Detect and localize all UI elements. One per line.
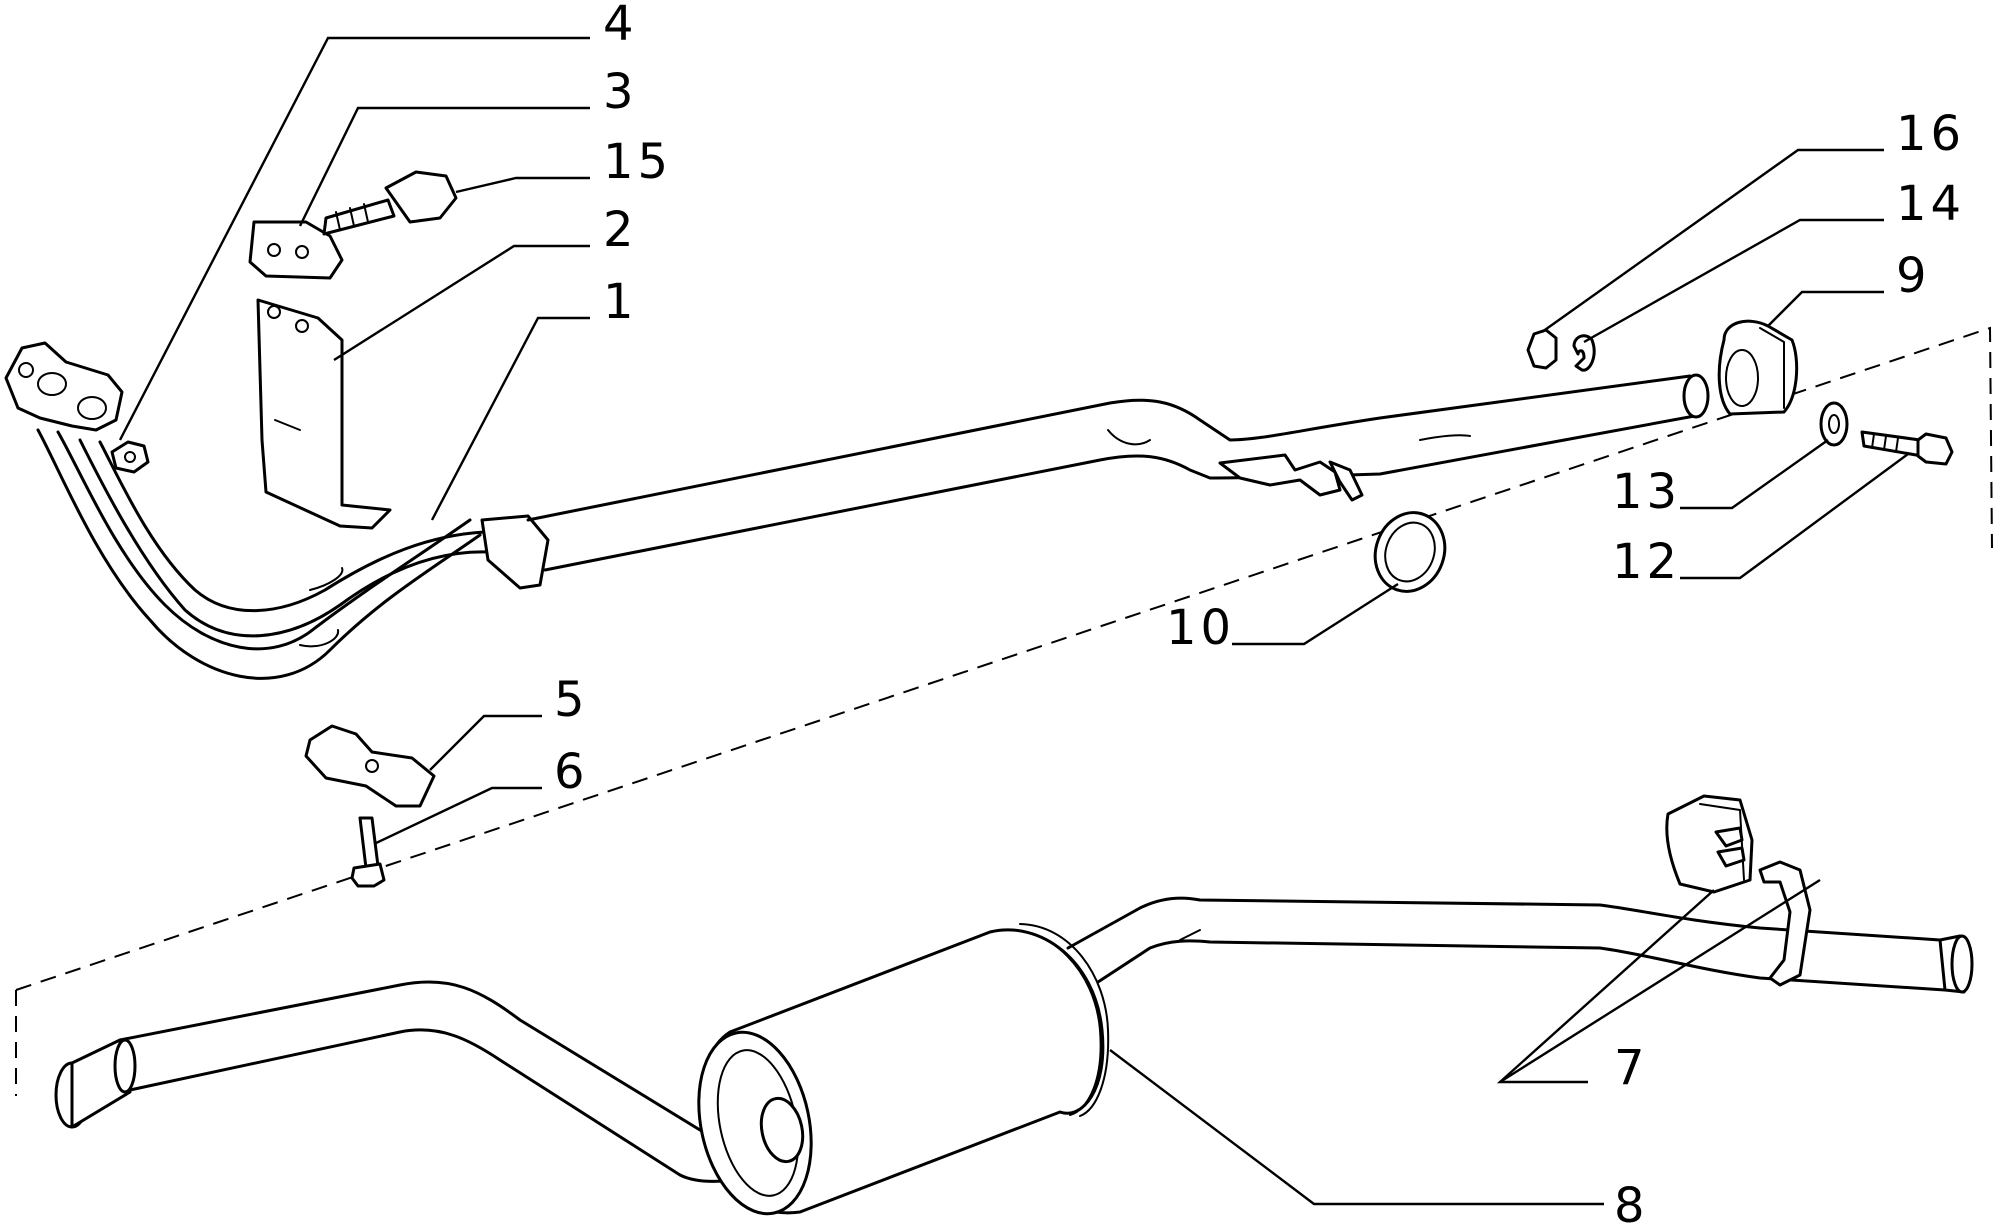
callout-16: 16 — [1896, 106, 1965, 162]
rear-pipe-top — [118, 980, 762, 1144]
pipe-highlight — [309, 567, 344, 591]
leader-3 — [298, 106, 590, 227]
inlet-sleeve-end — [113, 1038, 137, 1094]
manifold-flange — [4, 341, 124, 432]
flange-hole — [18, 362, 34, 378]
leader-2 — [333, 244, 590, 362]
downpipe-a — [36, 428, 482, 680]
part-7-rubber-hanger — [1665, 794, 1754, 894]
callout-6: 6 — [554, 744, 589, 800]
group-boundary-dashed — [15, 326, 1993, 1096]
part-12-bolt — [1860, 430, 1954, 466]
main-pipe-bottom — [543, 413, 1702, 572]
leader-16 — [1541, 148, 1884, 333]
flange-port — [37, 372, 67, 396]
callout-4: 4 — [603, 0, 638, 52]
flange-port — [77, 396, 107, 420]
part-9-rubber-mount — [1717, 319, 1799, 416]
downpipe-b — [78, 438, 492, 638]
plate-hole — [295, 245, 309, 259]
downpipe-b-inner — [98, 440, 487, 613]
callout-1: 1 — [603, 274, 638, 330]
muffler-inlet — [759, 1096, 805, 1164]
callout-8: 8 — [1614, 1178, 1649, 1227]
part-6-bolt — [350, 816, 386, 888]
clamp-hole — [365, 759, 379, 773]
leader-7 — [1496, 889, 1715, 1084]
callout-13: 13 — [1612, 464, 1681, 520]
callout-9: 9 — [1896, 248, 1931, 304]
tail-pipe-top — [1066, 896, 1942, 950]
part-13-washer — [1819, 401, 1849, 447]
washer-hole — [1828, 414, 1840, 434]
bracket-hole — [295, 319, 309, 333]
part-15-bolt — [322, 170, 458, 236]
leader-1 — [430, 316, 590, 521]
pipe-joint-sleeve — [480, 514, 550, 590]
leader-5 — [429, 714, 542, 771]
pipe-hanger-bracket — [1218, 453, 1342, 497]
front-exhaust-pipe — [4, 341, 1710, 680]
part-4-nut — [110, 440, 150, 474]
rear-pipe-bottom — [128, 1028, 762, 1183]
leader-15 — [455, 176, 590, 194]
pipe-highlight — [1419, 434, 1471, 441]
tail-pipe-outlet — [1950, 934, 1974, 994]
part-14-lock-washer — [1572, 334, 1596, 372]
muffler-rear-seam — [1019, 923, 1110, 1117]
main-pipe-top — [526, 374, 1692, 522]
callout-10: 10 — [1166, 600, 1235, 656]
leader-12 — [1680, 453, 1909, 580]
pipe-hanger-hook — [1328, 460, 1364, 502]
callout-2: 2 — [603, 202, 638, 258]
leader-10 — [1232, 582, 1399, 646]
part-10-gasket-ring — [1373, 511, 1447, 593]
tail-pipe-bottom — [1096, 939, 1947, 992]
leader-8 — [1109, 1049, 1604, 1206]
plate-hole — [267, 243, 281, 257]
callout-5: 5 — [554, 672, 589, 728]
callout-15: 15 — [603, 134, 672, 190]
bracket-fold — [274, 419, 301, 431]
leader-13 — [1680, 439, 1829, 510]
pipe-highlight — [1179, 929, 1201, 941]
pipe-highlight — [299, 629, 340, 648]
leader-9 — [1767, 290, 1884, 327]
muffler-front-cap — [697, 1030, 813, 1216]
rear-exhaust-section — [54, 860, 1974, 1216]
leader-4 — [118, 36, 590, 441]
callout-3: 3 — [603, 64, 638, 120]
part-2-bracket — [256, 298, 392, 530]
pipe-highlight — [1107, 429, 1151, 446]
leader-7b — [1499, 878, 1821, 1084]
leader-14 — [1583, 218, 1884, 344]
callout-14: 14 — [1896, 176, 1965, 232]
nut-hole — [124, 451, 136, 463]
part-5-clamp-plate — [304, 724, 436, 808]
pipe-end — [1682, 373, 1710, 419]
tail-hanger-strap — [1758, 860, 1812, 987]
callout-7: 7 — [1614, 1040, 1649, 1096]
muffler-rear-seam — [999, 928, 1102, 1116]
part-16-nut — [1526, 328, 1558, 370]
leader-6 — [373, 786, 542, 846]
bracket-hole — [267, 305, 281, 319]
callout-12: 12 — [1612, 534, 1681, 590]
